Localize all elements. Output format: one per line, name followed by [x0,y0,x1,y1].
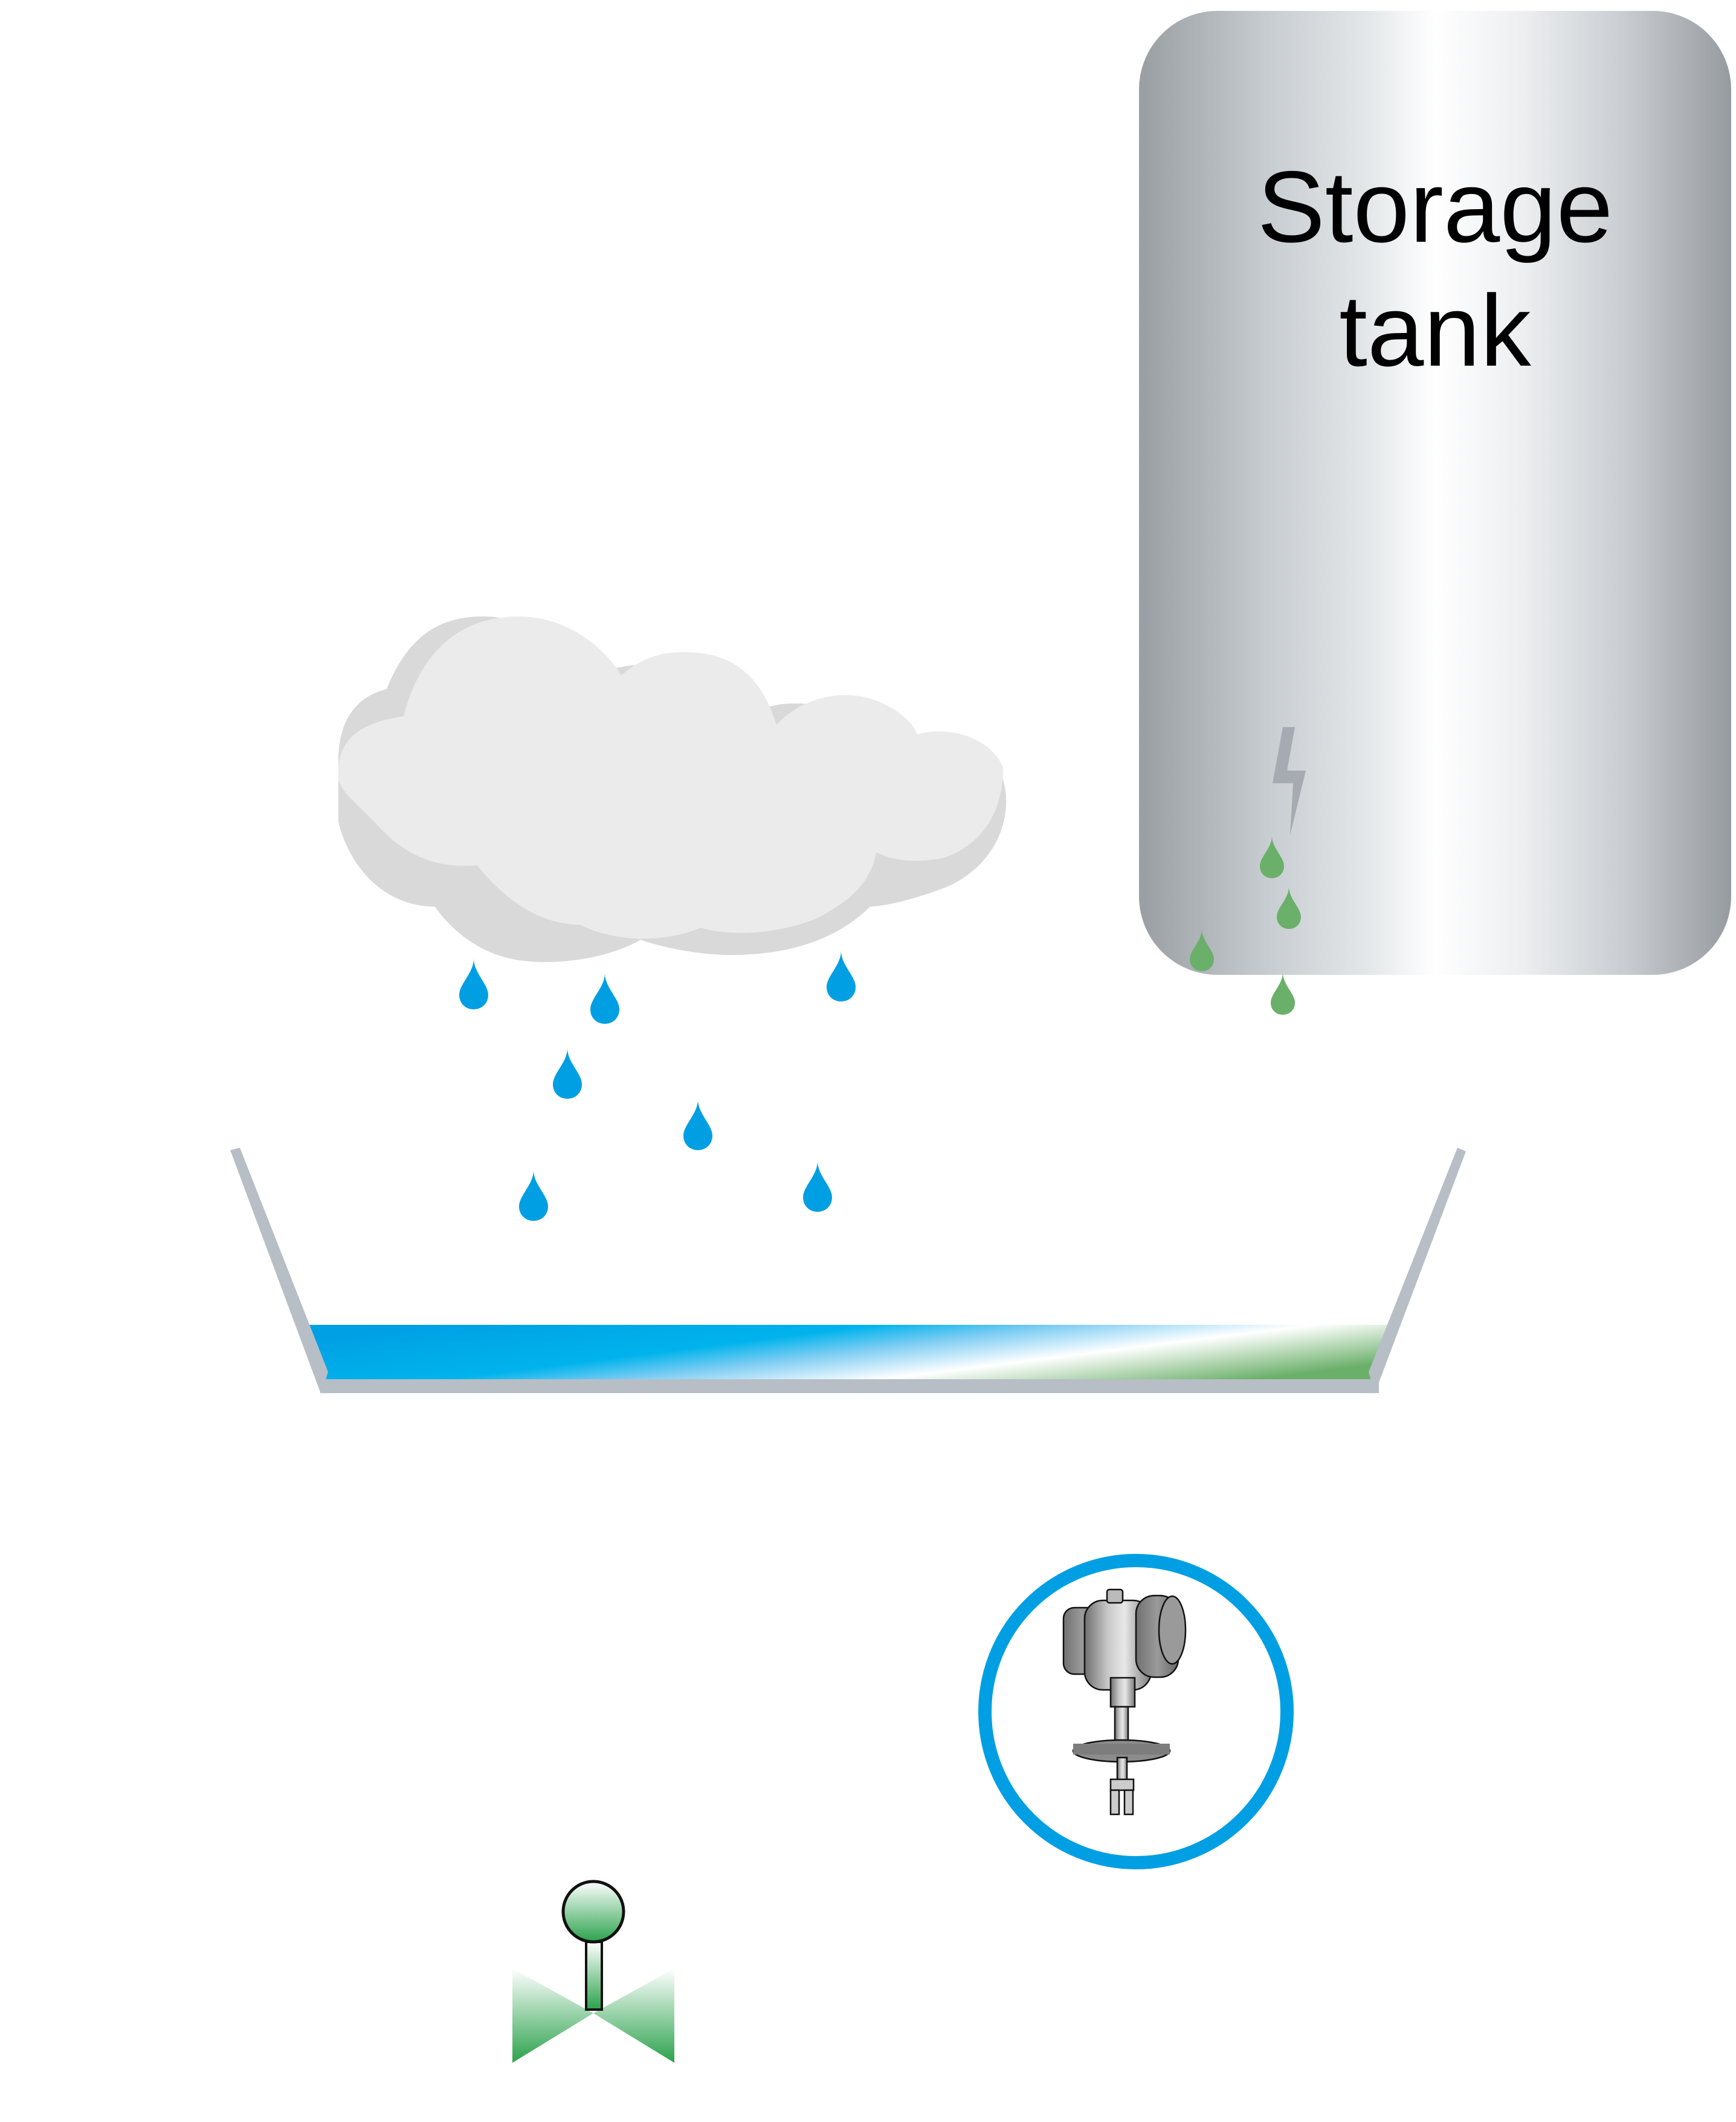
drain-valve[interactable] [512,1880,674,2063]
storage-tank-label-line1: Storage [1257,150,1613,264]
rain-drop [459,959,488,1009]
vibrating-fork-level-switch-icon [1062,1588,1187,1816]
rain-drop [670,943,718,1027]
leak-crack-icon [1273,727,1306,835]
level-sensor-ring [978,1554,1294,1869]
leak-drop [1271,972,1295,1015]
storage-tank-label-line2: tank [1339,274,1532,387]
rain-drop [827,951,856,1001]
basin-wall-left [230,1148,328,1394]
rain-drop [590,973,619,1024]
containment-basin [230,1148,1466,1394]
rain-drop [519,1170,548,1221]
rain-drop [553,1048,582,1099]
valve-body-left [512,1968,593,2063]
valve-stem [585,1941,603,2011]
rain-drop [683,1099,712,1150]
rain-drops [459,943,856,1221]
storage-tank: Storage tank [1139,11,1731,975]
cloud-body [338,616,1003,939]
valve-handwheel[interactable] [561,1880,625,1944]
basin-liquid [309,1325,1388,1379]
basin-floor [320,1379,1379,1393]
rain-cloud-icon [338,616,1007,962]
rain-drop [803,1161,832,1212]
level-sensor[interactable] [978,1554,1294,1869]
basin-wall-right [1369,1148,1466,1394]
valve-body-right [593,1968,674,2063]
manual-valve-icon [512,1880,674,2063]
